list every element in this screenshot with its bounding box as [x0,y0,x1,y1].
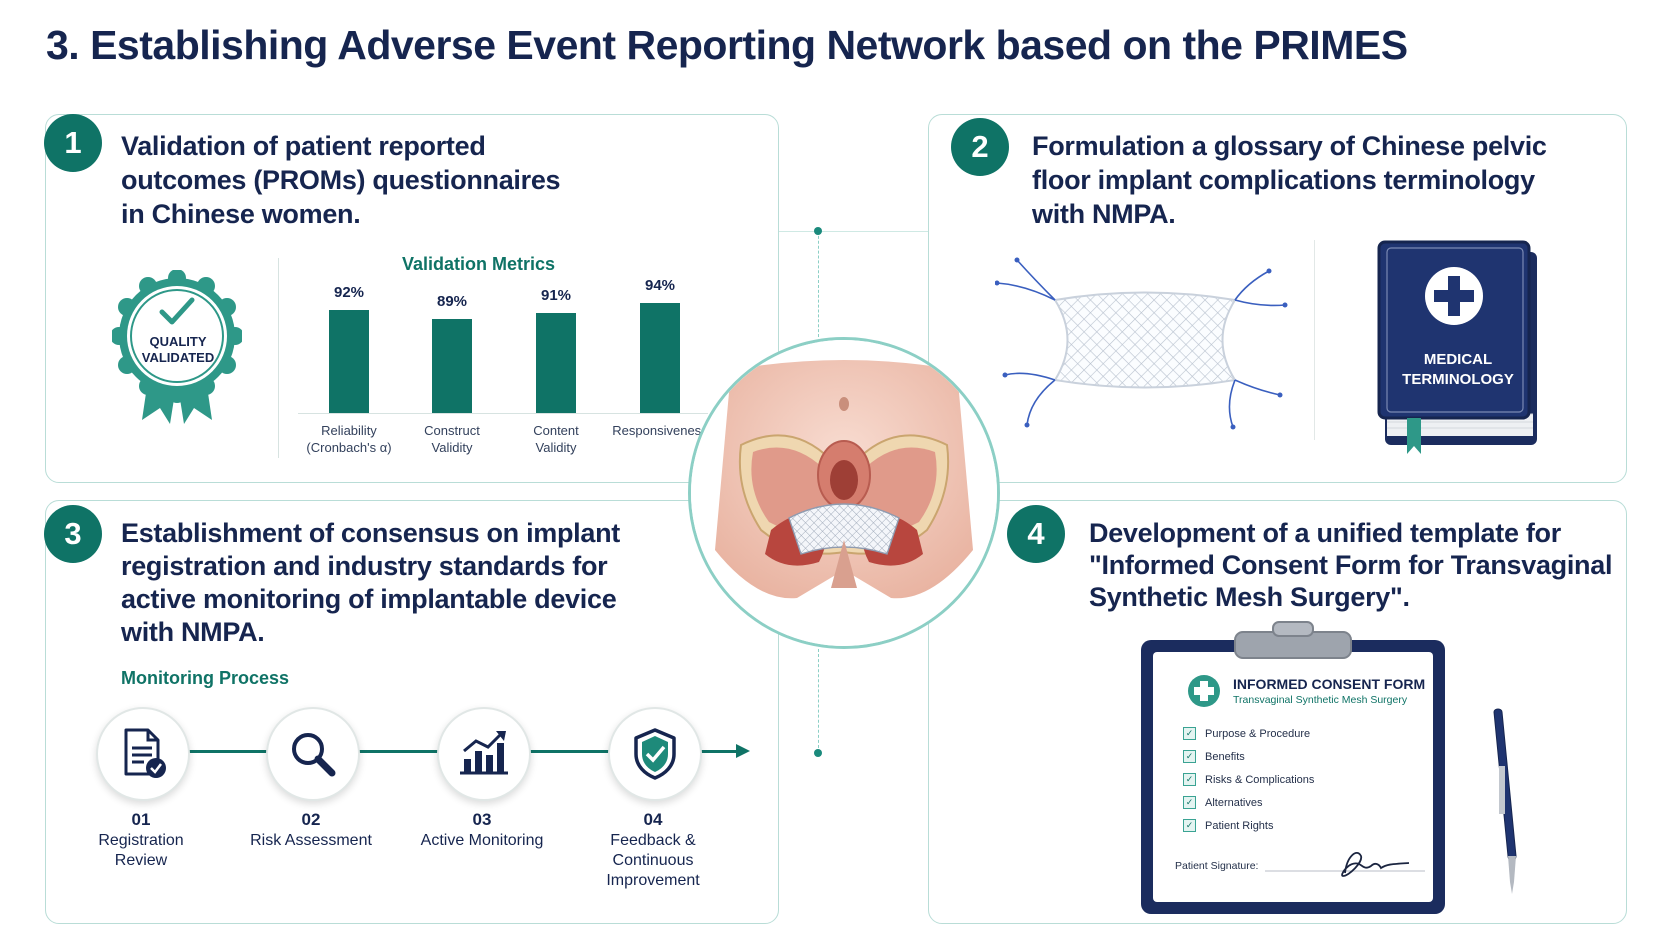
consent-form-item: ✓Risks & Complications [1183,773,1314,786]
checkmark-icon [159,297,195,325]
plus-cross-icon [1434,276,1474,316]
connector-top [779,231,928,232]
panel-3-title: Establishment of consensus on implant re… [121,518,620,647]
panel-3-number-badge: 3 [44,505,102,563]
shield-check-icon [634,728,676,780]
magnifier-icon [292,733,336,777]
pen-icon [1493,708,1517,894]
chart-divider [278,258,279,458]
quality-seal-label: QUALITY VALIDATED [141,334,215,365]
synthetic-mesh-implant-icon [995,257,1288,430]
checkbox-checked-icon: ✓ [1183,750,1196,763]
checkbox-checked-icon: ✓ [1183,727,1196,740]
checkbox-checked-icon: ✓ [1183,819,1196,832]
consent-form-item: ✓Benefits [1183,750,1245,763]
page-title: 3. Establishing Adverse Event Reporting … [46,22,1408,68]
consent-form-title: INFORMED CONSENT FORM [1233,676,1426,692]
panel-4-number-badge: 4 [1007,505,1065,563]
consent-form-item: ✓Alternatives [1183,796,1262,809]
chart-data-label: 92% [333,283,365,301]
checkbox-checked-icon: ✓ [1183,773,1196,786]
consent-form-item: ✓Purpose & Procedure [1183,727,1310,740]
document-check-icon [124,728,166,778]
signature-scribble [1341,852,1410,877]
chart-data-label: 91% [540,286,572,304]
chart-category-label: Responsiveness [612,423,708,438]
clipboard-icon [1141,621,1445,914]
process-step-number: 04 [643,810,663,829]
monitoring-process-title: Monitoring Process [121,668,290,688]
quality-validated-seal-icon [112,270,242,424]
panel-4-title: Development of a unified template for "I… [1089,518,1613,612]
panel-2-divider [1314,240,1315,440]
chart-data-label: 89% [436,293,468,311]
process-step-label: Active Monitoring [420,832,544,849]
consent-form-item: ✓Patient Rights [1183,819,1273,832]
chart-data-label: 94% [644,277,676,295]
connector-dashed-bottom [818,649,819,753]
panel-2-title: Formulation a glossary of Chinese pelvic… [1032,131,1547,229]
chart-bar [432,319,472,413]
consent-form-subtitle: Transvaginal Synthetic Mesh Surgery [1233,694,1408,706]
signature-label: Patient Signature: [1175,860,1259,872]
chart-category-label: Reliability(Cronbach's α) [306,423,392,455]
chart-title: Validation Metrics [402,254,556,274]
pelvic-anatomy-illustration [688,337,1000,649]
medical-terminology-book-icon [1377,240,1537,454]
process-step-01 [96,707,190,801]
connector-dashed-top [818,231,819,337]
process-step-04 [608,707,702,801]
chart-baseline [298,413,708,414]
connector-dot-top [814,227,822,235]
chart-bar [329,309,369,413]
chart-bar [640,303,680,413]
process-step-number: 02 [301,810,321,829]
process-step-02 [266,707,360,801]
panel-1-title: Validation of patient reported outcomes … [121,131,561,229]
process-step-label: Risk Assessment [250,832,372,849]
checkbox-checked-icon: ✓ [1183,796,1196,809]
chart-bar [536,312,576,413]
book-cover-label: MEDICAL TERMINOLOGY [1402,351,1514,388]
process-step-03 [437,707,531,801]
process-step-number: 03 [472,810,492,829]
panel-2-number-badge: 2 [951,118,1009,176]
pelvic-floor-anatomy-icon [691,340,997,646]
panel-1-number-badge: 1 [44,114,102,172]
bar-chart-icon [460,731,508,775]
process-step-number: 01 [131,810,151,829]
process-arrow-head [736,744,750,758]
connector-dot-bottom [814,749,822,757]
